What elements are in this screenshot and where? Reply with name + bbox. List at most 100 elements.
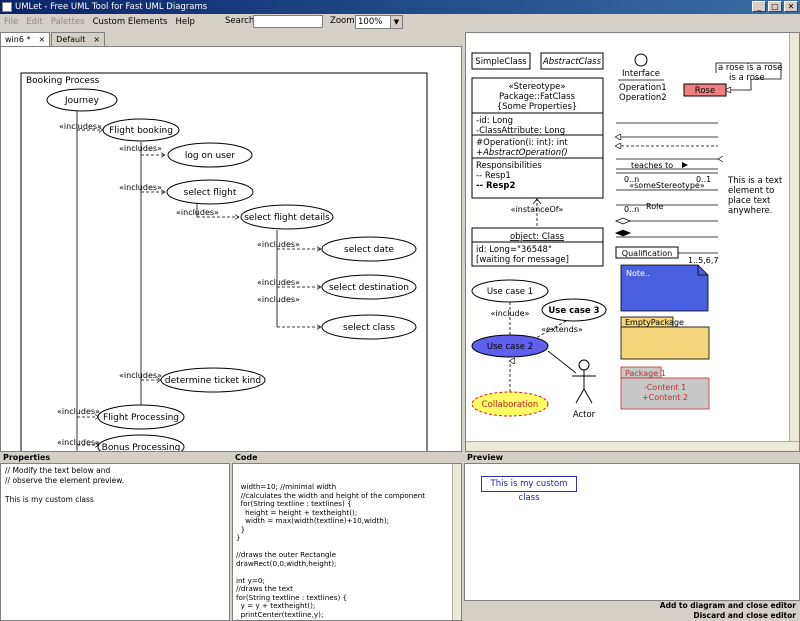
minimize-button[interactable]: _ <box>752 1 766 12</box>
menu-help[interactable]: Help <box>175 17 195 27</box>
zoom-value: 100% <box>358 17 383 27</box>
fat-class-op: #Operation(i: int): int <box>476 138 568 148</box>
object-instance[interactable] <box>471 227 604 267</box>
instance-of-label: «instanceOf» <box>511 205 564 214</box>
search-input[interactable] <box>253 15 323 28</box>
close-tab-icon[interactable]: × <box>38 35 46 44</box>
use-case-flight-booking[interactable] <box>102 118 180 142</box>
simple-class-label: SimpleClass <box>475 57 527 67</box>
use-case-flight-processing[interactable] <box>97 404 185 430</box>
include-label: «includes» <box>257 295 300 304</box>
zoom-select[interactable]: 100% ▼ <box>355 15 403 29</box>
close-tab-icon[interactable]: × <box>93 35 101 44</box>
extends-label: «extends» <box>541 325 583 334</box>
interface-op: Operation2 <box>619 93 667 103</box>
fat-class-resp: -- Resp2 <box>476 181 515 191</box>
code-vscroll[interactable] <box>452 464 461 620</box>
arrow-icon <box>532 198 542 205</box>
some-stereotype-label: «someStereotype» <box>629 181 705 190</box>
qualification-box[interactable] <box>615 246 679 259</box>
use-case-label: select class <box>343 323 395 333</box>
code-header: Code <box>232 452 462 463</box>
note-fold <box>697 265 708 276</box>
palette-use-case-3[interactable] <box>541 298 607 322</box>
menu-file[interactable]: File <box>4 17 19 27</box>
tab-win6[interactable]: win6 *× <box>0 32 51 46</box>
use-case-label: log on user <box>185 151 236 161</box>
menu-palettes[interactable]: Palettes <box>50 17 85 27</box>
use-case-bonus-processing[interactable] <box>97 434 185 451</box>
use-case-select-flight-details[interactable] <box>240 204 334 230</box>
use-case-label: select flight <box>184 188 237 198</box>
include-arrows <box>77 130 321 445</box>
include-label: «include» <box>491 309 530 318</box>
tab-label: Default <box>56 35 86 44</box>
interface-icon[interactable] <box>634 53 648 67</box>
fat-class[interactable] <box>471 77 604 199</box>
qualification-mult: 1..5,6,7 <box>688 256 719 265</box>
use-case-label: select destination <box>329 283 409 293</box>
use-case-determine-ticket-kind[interactable] <box>160 367 266 393</box>
properties-editor[interactable]: // Modify the text below and // observe … <box>0 463 230 621</box>
rose-note-line: a rose is a rose <box>718 63 782 73</box>
abstract-class[interactable] <box>540 52 604 70</box>
use-case-select-class[interactable] <box>321 314 417 340</box>
use-case-label: Bonus Processing <box>102 443 181 451</box>
fat-class-resp-title: Responsibilities <box>476 161 542 171</box>
extends-relation <box>535 320 567 339</box>
preview-header: Preview <box>464 452 800 463</box>
mult-left: 0..n <box>624 175 639 184</box>
use-case-3-label: Use case 3 <box>548 306 599 316</box>
chevron-down-icon[interactable]: ▼ <box>390 16 402 28</box>
use-case-select-flight[interactable] <box>166 179 254 205</box>
menu-custom-elements[interactable]: Custom Elements <box>92 17 168 27</box>
include-label: «includes» <box>119 144 162 153</box>
mult-right: 0..1 <box>696 175 711 184</box>
note-element[interactable] <box>620 264 709 312</box>
tab-default[interactable]: Default × <box>51 32 106 46</box>
package1-content: +Content 2 <box>642 393 688 402</box>
aggregation-diamond-icon <box>614 217 632 225</box>
include-label: «includes» <box>176 208 219 217</box>
object-attr: id: Long="36548" <box>476 245 552 255</box>
actor-icon[interactable] <box>572 359 596 404</box>
empty-package[interactable] <box>620 326 710 360</box>
use-case-2-label: Use case 2 <box>487 342 533 352</box>
use-case-label: Journey <box>64 96 100 106</box>
maximize-button[interactable]: □ <box>768 1 782 12</box>
use-case-label: select flight details <box>244 213 330 223</box>
palette-hscroll[interactable] <box>466 441 799 451</box>
simple-class[interactable] <box>471 52 531 70</box>
preview-panel: This is my custom class <box>464 463 800 601</box>
palette-vscroll[interactable] <box>789 33 799 451</box>
use-case-label: determine ticket kind <box>165 376 261 386</box>
discard-button[interactable]: Discard and close editor <box>693 611 796 620</box>
menu-edit[interactable]: Edit <box>26 17 43 27</box>
add-to-diagram-button[interactable]: Add to diagram and close editor <box>659 601 796 610</box>
rose-label: Rose <box>695 86 715 96</box>
include-label: «includes» <box>59 122 102 131</box>
include-label: «includes» <box>57 407 100 416</box>
object-title: object: Class <box>510 232 565 242</box>
package1[interactable] <box>620 377 710 410</box>
use-case-journey[interactable] <box>46 88 118 112</box>
use-case-select-destination[interactable] <box>321 274 417 300</box>
preview-custom-element[interactable]: This is my custom class <box>481 476 577 503</box>
fat-class-resp: -- Resp1 <box>476 171 511 181</box>
direction-arrow-icon <box>682 162 688 168</box>
use-case-log-on-user[interactable] <box>167 142 253 168</box>
actor-association <box>547 350 577 374</box>
palette-panel[interactable]: SimpleClass AbstractClass Interface Oper… <box>465 32 800 452</box>
rose-note-line: is a rose <box>729 73 765 83</box>
use-case-select-date[interactable] <box>321 236 417 262</box>
code-editor[interactable]: width=10; //minimal width //calculates t… <box>232 463 462 621</box>
include-label: «includes» <box>119 371 162 380</box>
close-button[interactable]: ✕ <box>784 1 798 12</box>
diagram-canvas[interactable]: Booking Process «includes» «includes» «i… <box>0 46 462 452</box>
package1-label: Package 1 <box>625 369 666 378</box>
code-text: width=10; //minimal width //calculates t… <box>236 482 426 620</box>
object-attr: [waiting for message] <box>476 255 569 265</box>
include-label: «includes» <box>257 278 300 287</box>
use-case-label: Flight Processing <box>103 413 179 423</box>
zoom-label: Zoom: <box>330 16 358 26</box>
